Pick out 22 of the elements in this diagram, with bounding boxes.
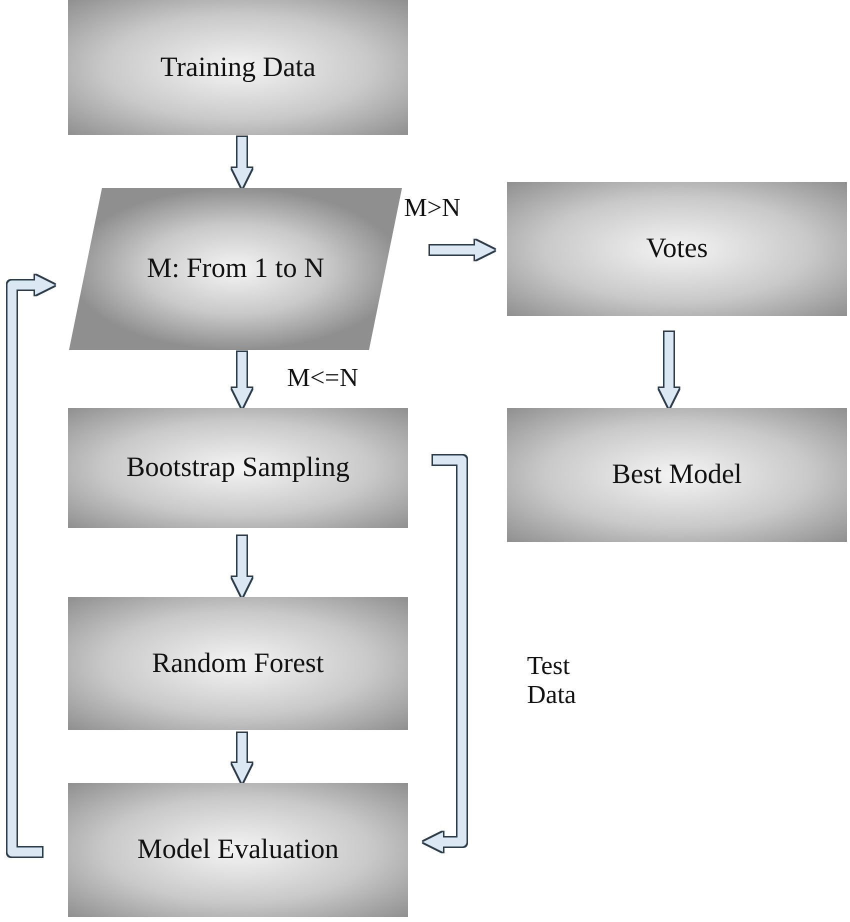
node-label: Model Evaluation: [136, 835, 340, 865]
node-label: Votes: [645, 234, 709, 264]
process-box: [68, 597, 408, 730]
arrow: [232, 733, 252, 783]
node-label: Training Data: [159, 52, 317, 82]
arrow: [232, 352, 252, 408]
process-box: [507, 182, 847, 316]
node-label: Best Model: [611, 460, 743, 490]
process-box: [68, 408, 408, 528]
process-box: [68, 783, 408, 917]
arrow: [659, 332, 679, 408]
process-box: [507, 408, 847, 542]
node-label: Random Forest: [151, 648, 325, 678]
arrow: [8, 275, 55, 856]
arrow: [232, 137, 252, 188]
process-box: [68, 0, 408, 135]
node-label: M: From 1 to N: [146, 254, 326, 284]
loop-parallelogram: [69, 188, 402, 350]
arrow: [423, 456, 466, 852]
arrow: [430, 240, 495, 260]
node-label: Bootstrap Sampling: [125, 453, 351, 483]
arrow: [232, 536, 252, 597]
